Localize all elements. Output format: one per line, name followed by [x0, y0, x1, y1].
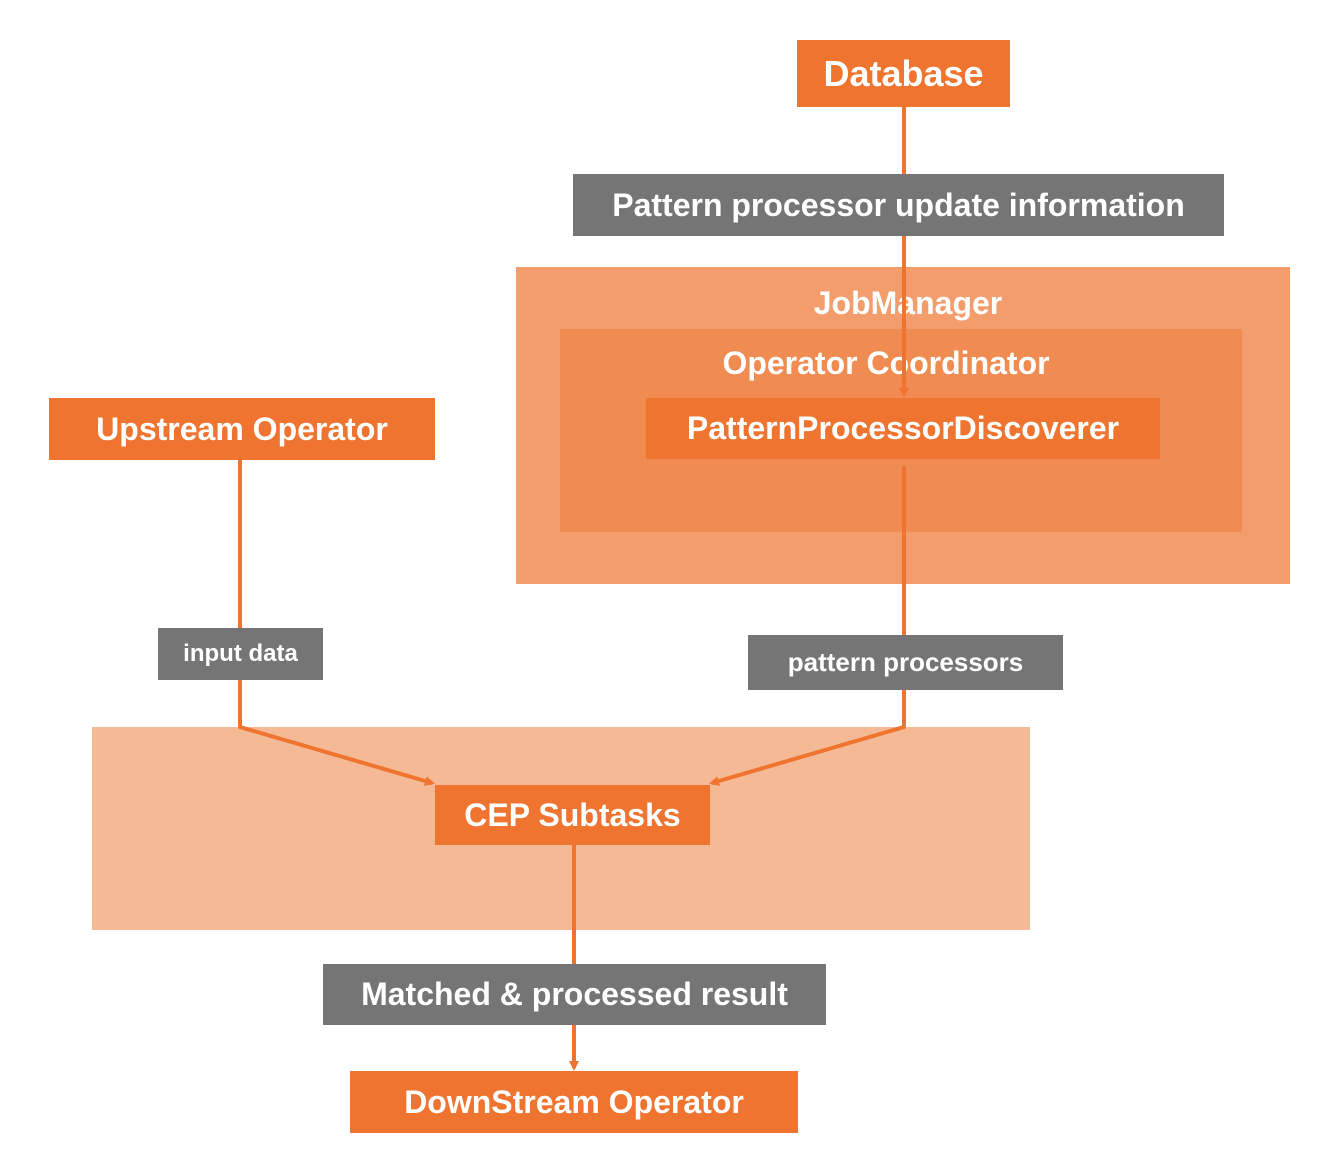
jobmanager-title: JobManager [813, 285, 1003, 321]
edge-discoverer-to-cep [709, 466, 906, 786]
pattern-processors-label: pattern processors [748, 635, 1063, 690]
downstream-operator-node: DownStream Operator [350, 1071, 798, 1133]
cep-subtasks-node: CEP Subtasks [435, 785, 710, 845]
pattern-update-label: Pattern processor update information [573, 174, 1224, 236]
upstream-operator-node: Upstream Operator [49, 398, 435, 460]
input-data-label: input data [158, 628, 323, 680]
pattern-processor-discoverer-node: PatternProcessorDiscoverer [646, 398, 1160, 459]
matched-result-label: Matched & processed result [323, 964, 826, 1025]
edge-upstream-to-cep [238, 460, 435, 786]
operator-coordinator-title: Operator Coordinator [722, 345, 1050, 381]
database-node: Database [797, 40, 1010, 107]
